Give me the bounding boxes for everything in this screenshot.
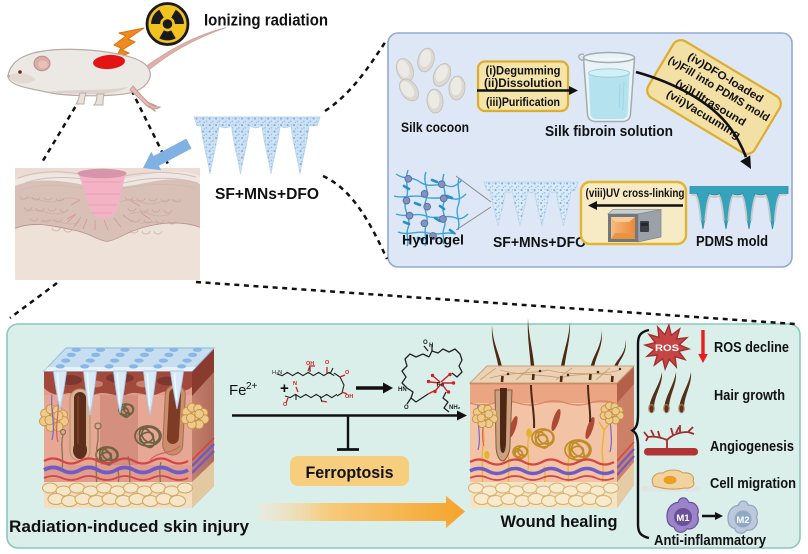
svg-text:OH: OH [306, 361, 314, 367]
svg-text:+: + [280, 380, 289, 397]
svg-text:O: O [423, 340, 428, 346]
svg-text:Radiation-induced skin injury: Radiation-induced skin injury [9, 517, 250, 536]
svg-text:Angiogenesis: Angiogenesis [710, 439, 794, 455]
svg-text:M1: M1 [676, 513, 690, 524]
svg-text:H₂N: H₂N [272, 370, 282, 376]
svg-text:N: N [293, 381, 297, 387]
svg-text:NH₂: NH₂ [449, 405, 461, 411]
svg-text:O: O [404, 405, 409, 411]
svg-text:(iii)Purification: (iii)Purification [486, 97, 560, 109]
svg-text:HN: HN [398, 387, 407, 393]
svg-text:PDMS mold: PDMS mold [696, 234, 768, 250]
svg-text:Silk fibroin solution: Silk fibroin solution [545, 123, 673, 140]
svg-text:Fe: Fe [437, 382, 445, 389]
svg-text:O: O [325, 360, 330, 366]
svg-text:ROS: ROS [655, 343, 679, 353]
svg-text:ROS decline: ROS decline [714, 340, 789, 356]
svg-text:Silk cocoon: Silk cocoon [401, 119, 469, 135]
svg-text:2+: 2+ [246, 381, 258, 392]
svg-text:SF+MNs+DFO: SF+MNs+DFO [493, 235, 586, 251]
svg-text:O: O [283, 402, 288, 408]
svg-text:M2: M2 [736, 515, 749, 526]
svg-text:O: O [345, 370, 350, 376]
svg-text:SF+MNs+DFO: SF+MNs+DFO [215, 186, 319, 203]
svg-text:(ii)Dissolution: (ii)Dissolution [484, 78, 562, 90]
svg-text:Fe: Fe [229, 382, 247, 399]
svg-text:Anti-inflammatory: Anti-inflammatory [654, 533, 766, 549]
svg-text:Hydrogel: Hydrogel [402, 233, 464, 248]
svg-text:Ferroptosis: Ferroptosis [306, 464, 394, 482]
svg-text:Ionizing radiation: Ionizing radiation [204, 12, 328, 30]
svg-text:OH: OH [345, 394, 353, 400]
svg-text:Hair growth: Hair growth [714, 388, 785, 404]
svg-text:(i)Degumming: (i)Degumming [486, 66, 561, 78]
svg-text:(viii)UV cross-linking: (viii)UV cross-linking [586, 188, 685, 200]
svg-text:H: H [429, 343, 433, 349]
svg-text:Wound healing: Wound healing [501, 512, 618, 531]
svg-text:Cell migration: Cell migration [710, 476, 796, 492]
